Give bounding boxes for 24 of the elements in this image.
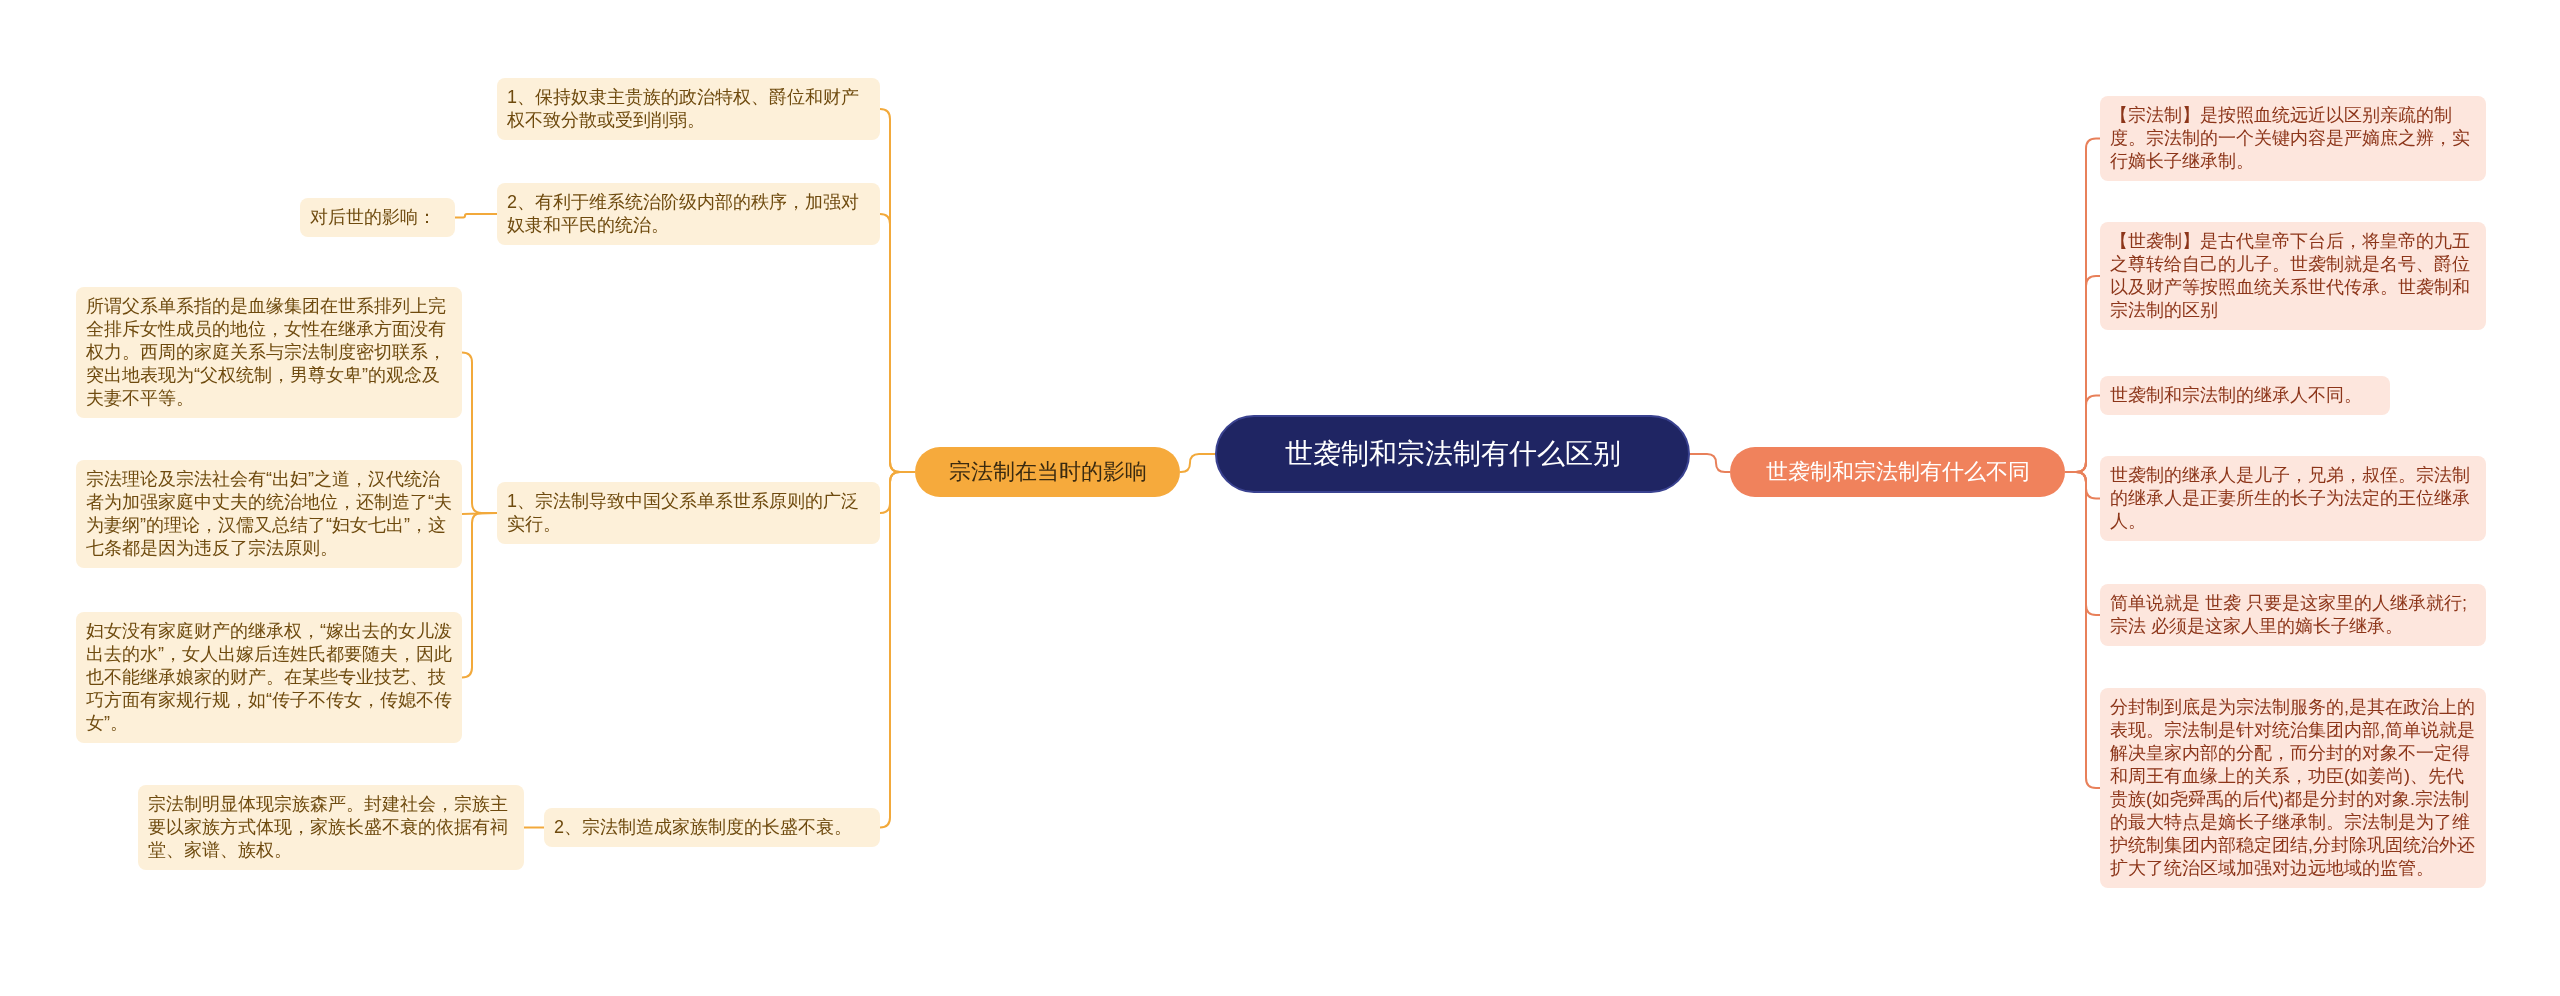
note-box: 妇女没有家庭财产的继承权，“嫁出去的女儿泼出去的水”，女人出嫁后连姓氏都要随夫，因此也不能继承娘家的财产。在某些专业技艺、技巧方面有家规行规，如“传子不传女，传媳不传女”。	[76, 612, 462, 743]
note-box: 世袭制的继承人是儿子，兄弟，叔侄。宗法制的继承人是正妻所生的长子为法定的王位继承人。	[2100, 456, 2486, 541]
branch-topic: 宗法制在当时的影响	[915, 447, 1180, 497]
connector-line	[1689, 453, 1731, 473]
note-box: 宗法理论及宗法社会有“出妇”之道，汉代统治者为加强家庭中丈夫的统治地位，还制造了“夫为妻纲”的理论，汉儒又总结了“妇女七出”，这七条都是因为违反了宗法原则。	[76, 460, 462, 568]
note-box: 【宗法制】是按照血统远近以区别亲疏的制度。宗法制的一个关键内容是严嫡庶之辨，实行嫡长子继承制。	[2100, 96, 2486, 181]
note-box: 分封制到底是为宗法制服务的,是其在政治上的表现。宗法制是针对统治集团内部,简单说就是解决皇家内部的分配，而分封的对象不一定得和周王有血缘上的关系，功臣(如姜尚)、先代贵族(如尧舜禹的后代)都是分封的对象.宗法制的最大特点是嫡长子继承制。宗法制是为了维护统制集团内部稳定团结,分封除巩固统治外还扩大了统治区域加强对边远地域的监管。	[2100, 688, 2486, 888]
connector-line	[454, 213, 498, 219]
connector-line	[1179, 453, 1216, 473]
note-box: 宗法制明显体现宗族森严。封建社会，宗族主要以家族方式体现，家族长盛不衰的依据有祠堂、家谱、族权。	[138, 785, 524, 870]
note-box: 简单说就是 世袭 只要是这家里的人继承就行;宗法 必须是这家人里的嫡长子继承。	[2100, 584, 2486, 646]
note-box: 1、保持奴隶主贵族的政治特权、爵位和财产权不致分散或受到削弱。	[497, 78, 880, 140]
note-box: 2、宗法制造成家族制度的长盛不衰。	[544, 808, 880, 847]
note-box: 所谓父系单系指的是血缘集团在世系排列上完全排斥女性成员的地位，女性在继承方面没有权力。西周的家庭关系与宗法制度密切联系，突出地表现为“父权统制，男尊女卑”的观念及夫妻不平等。	[76, 287, 462, 418]
connector-line	[461, 512, 498, 679]
note-box: 2、有利于维系统治阶级内部的秩序，加强对奴隶和平民的统治。	[497, 183, 880, 245]
branch-topic: 世袭制和宗法制有什么不同	[1730, 447, 2065, 497]
note-box: 对后世的影响：	[300, 198, 455, 237]
central-topic: 世袭制和宗法制有什么区别	[1215, 415, 1690, 493]
connector-line	[2064, 471, 2101, 789]
note-box: 【世袭制】是古代皇帝下台后，将皇帝的九五之尊转给自己的儿子。世袭制就是名号、爵位以及财产等按照血统关系世代传承。世袭制和宗法制的区别	[2100, 222, 2486, 330]
note-box: 世袭制和宗法制的继承人不同。	[2100, 376, 2390, 415]
note-box: 1、宗法制导致中国父系单系世系原则的广泛实行。	[497, 482, 880, 544]
connector-line	[523, 826, 545, 829]
